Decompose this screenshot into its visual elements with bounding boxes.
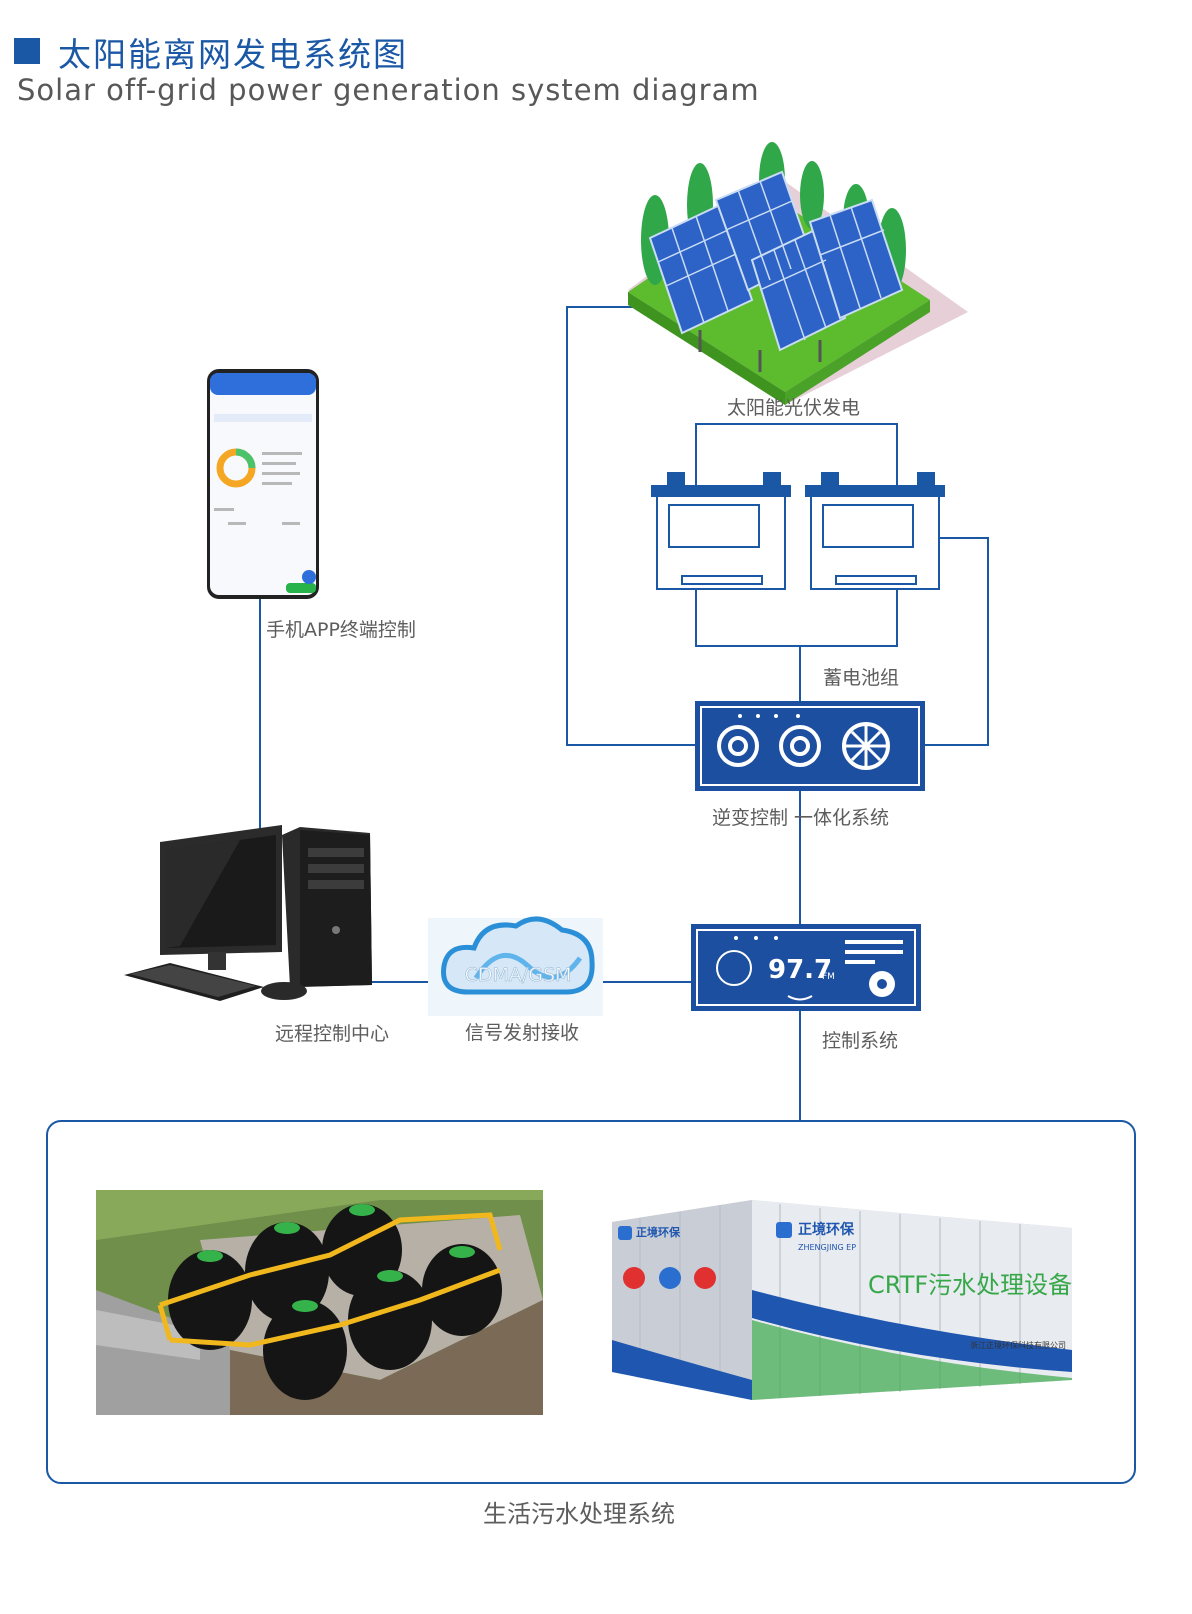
inverter-panel-icon <box>695 701 925 791</box>
solar-farm-icon <box>628 142 968 405</box>
connection-lines <box>259 306 989 1122</box>
solar-label: 太阳能光伏发电 <box>727 397 861 419</box>
battery-bank-icon <box>651 472 945 590</box>
page-subtitle: Solar off-grid power generation system d… <box>17 73 760 107</box>
phone-app-icon <box>207 369 319 599</box>
computer-icon <box>124 825 372 1001</box>
controller-display: 97.7 <box>768 955 832 985</box>
signal-label: 信号发射接收 <box>465 1022 580 1044</box>
controller-panel-icon <box>691 924 921 1011</box>
container-brand: 正境环保 <box>798 1221 855 1238</box>
remote-label: 远程控制中心 <box>275 1023 390 1045</box>
battery-label: 蓄电池组 <box>823 667 900 689</box>
container-side-brand: 正境环保 <box>636 1225 681 1239</box>
underground-tanks-image <box>96 1190 543 1415</box>
container-brand-en: ZHENGJING EP <box>798 1243 856 1252</box>
sewage-label: 生活污水处理系统 <box>483 1500 675 1528</box>
container-product-name: CRTF污水处理设备 <box>868 1271 1072 1299</box>
title-square-icon <box>14 38 40 64</box>
controller-unit: FM <box>822 972 835 982</box>
page-title: 太阳能离网发电系统图 <box>58 35 408 74</box>
cloud-text: CDMA/GSM <box>465 964 572 986</box>
sewage-frame <box>46 1120 1136 1484</box>
cloud-signal-icon <box>428 916 603 1016</box>
inverter-label: 逆变控制 一体化系统 <box>712 807 890 829</box>
control-label: 控制系统 <box>822 1030 899 1052</box>
container-unit-image <box>612 1200 1072 1400</box>
phone-label: 手机APP终端控制 <box>266 619 416 641</box>
container-company: 浙江正境环保科技有限公司 <box>970 1340 1066 1350</box>
